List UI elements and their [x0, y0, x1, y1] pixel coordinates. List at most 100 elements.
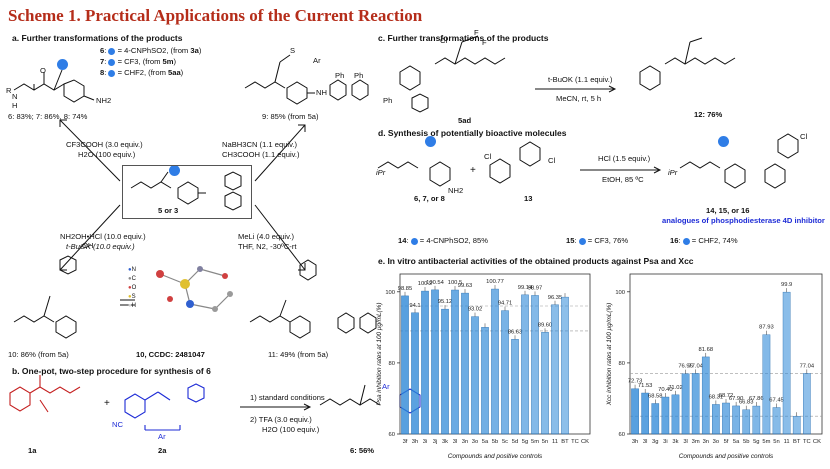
step-2a: 2) TFA (3.0 equiv.)	[250, 415, 312, 424]
bar	[491, 288, 499, 435]
bar	[521, 294, 529, 435]
bar-value-label: 66.83	[739, 400, 754, 406]
x-axis-title: Compounds and positive controls	[679, 453, 774, 460]
bar-value-label: 86.63	[508, 329, 523, 335]
label-f1-c: F	[474, 28, 479, 37]
substituent-dot-icon	[718, 136, 729, 147]
bar	[461, 292, 469, 435]
step-2b: H2O (100 equiv.)	[262, 425, 320, 434]
product-10: 10: 86% (from 5a)	[8, 350, 69, 359]
product-12: 12: 76%	[694, 110, 723, 119]
bar	[451, 289, 459, 435]
label-nc: NC	[112, 420, 123, 429]
x-tick-label: 11	[784, 439, 790, 445]
label-ar-b: Ar	[158, 432, 166, 441]
bar	[421, 290, 429, 435]
y-tick-label: 60	[619, 432, 625, 438]
legend-row-6: 6: = 4-CNPhSO2, (from 3a)	[100, 46, 202, 55]
bar	[641, 392, 649, 435]
ccdc-label: 10, CCDC: 2481047	[136, 350, 205, 359]
cond-c-2: MeCN, rt, 5 h	[556, 94, 602, 103]
reactant-678: 6, 7, or 8	[414, 194, 445, 203]
product-6: 6: 56%	[350, 446, 375, 455]
bar	[742, 409, 751, 435]
panel-a-header: a. Further transformations of the produc…	[12, 33, 183, 43]
bar-value-label: 93.02	[468, 307, 483, 313]
x-tick-label: 3o	[713, 439, 719, 445]
bar-value-label: 100.5	[448, 280, 463, 286]
x-tick-label: 3i	[423, 439, 428, 445]
yields-left: 6: 83%; 7: 86%, 8: 74%	[8, 112, 88, 121]
x-tick-label: 3h	[412, 439, 418, 445]
cond-right-2: CH3COOH (1.1 equiv.)	[222, 150, 300, 159]
bar	[531, 295, 539, 435]
bar-value-label: 67.90	[729, 396, 744, 402]
bar-value-label: 71.02	[668, 385, 683, 391]
result-15: 15: = CF3, 76%	[566, 236, 629, 245]
bar-value-label: 77.04	[800, 363, 815, 369]
bar	[661, 396, 670, 435]
x-tick-label: 5d	[512, 439, 518, 445]
bar	[501, 310, 509, 435]
x-tick-label: 3l	[683, 439, 688, 445]
bar	[631, 388, 639, 435]
cond-bl-2: t-BuOK (10.0 equiv.)	[66, 242, 135, 251]
y-tick-label: 80	[389, 361, 395, 367]
substituent-dot-icon	[57, 59, 68, 70]
bar	[671, 394, 680, 435]
x-tick-label: 5n	[542, 439, 548, 445]
bar	[691, 373, 700, 435]
bar	[681, 373, 690, 435]
x-tick-label: 3g	[652, 439, 658, 445]
label-r: R	[6, 86, 12, 95]
panel-e-header: e. In vitro antibacterial activities of …	[378, 256, 694, 266]
label-ph: Ph	[335, 71, 345, 80]
bar	[651, 403, 660, 435]
bar-value-label: 68.72	[719, 393, 734, 399]
label-nh: NH	[316, 88, 327, 97]
bar	[762, 334, 771, 435]
label-cl-d3: Cl	[800, 132, 808, 141]
bar	[792, 416, 801, 435]
bar	[712, 404, 720, 435]
x-tick-label: 3h	[632, 439, 638, 445]
label-ar: Ar	[313, 56, 321, 65]
cond-left-1: CF3COOH (3.0 equiv.)	[66, 140, 143, 149]
label-o: O	[40, 66, 46, 75]
bar	[541, 332, 549, 435]
label-ph-c: Ph	[383, 96, 393, 105]
bar-value-label: 67.45	[769, 398, 784, 404]
product-9: 9: 85% (from 5a)	[262, 112, 319, 121]
substituent-dot-icon	[169, 165, 180, 176]
y-tick-label: 80	[619, 361, 625, 367]
x-tick-label: 3o	[472, 439, 478, 445]
x-tick-label: 3k	[672, 439, 678, 445]
cond-d-1: HCl (1.5 equiv.)	[598, 154, 651, 163]
bar	[803, 373, 811, 435]
bar	[481, 327, 489, 435]
substituent-dot-icon	[425, 136, 436, 147]
x-tick-label: CK	[581, 439, 589, 445]
x-tick-label: 3n	[462, 439, 468, 445]
result-14: 14: = 4-CNPhSO2, 85%	[398, 236, 488, 245]
cond-right-1: NaBH3CN (1.1 equiv.)	[222, 140, 297, 149]
y-tick-label: 60	[389, 432, 395, 438]
bar-value-label: 100.2	[418, 281, 433, 287]
bar-value-label: 76.96	[678, 364, 693, 370]
step-1: 1) standard conditions	[250, 393, 325, 402]
bar-value-label: 98.97	[528, 285, 543, 291]
label-n: N	[12, 92, 18, 101]
x-tick-label: 5b	[492, 439, 498, 445]
x-tick-label: 3n	[703, 439, 709, 445]
bar	[752, 405, 761, 435]
cond-br-2: THF, N2, -30ºC-rt	[238, 242, 297, 251]
bar-value-label: 68.31	[709, 394, 724, 400]
panel-c-header: c. Further transformations of the produc…	[378, 33, 549, 43]
bar-value-label: 98.85	[398, 286, 413, 292]
bar-value-label: 99.14	[518, 285, 533, 291]
legend-row-7: 7: = CF3, (from 5m)	[100, 57, 177, 66]
bar-value-label: 95.12	[438, 299, 453, 305]
psa-bar-chart: 608010098.853f94.13h100.23i100.543j95.12…	[376, 273, 591, 460]
bar-value-label: 89.60	[538, 322, 553, 328]
blue-dot-icon	[108, 47, 116, 55]
